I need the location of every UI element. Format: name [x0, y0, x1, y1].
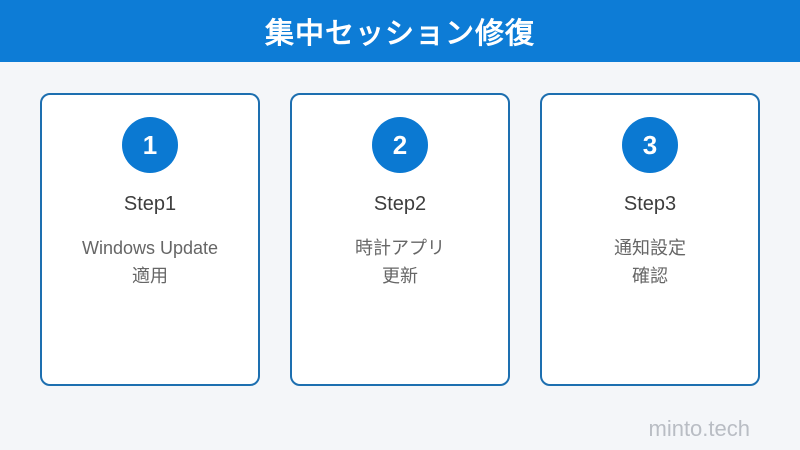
step-card-1: 1 Step1 Windows Update 適用 [40, 93, 260, 386]
title-bar: 集中セッション修復 [0, 0, 800, 62]
site-watermark: minto.tech [648, 416, 751, 441]
step-number-badge: 2 [372, 117, 428, 173]
step-number-badge: 3 [622, 117, 678, 173]
step-description-line2: 更新 [382, 266, 418, 286]
step-card-2: 2 Step2 時計アプリ 更新 [290, 93, 510, 386]
step-label: Step2 [373, 193, 427, 215]
page-title: 集中セッション修復 [264, 18, 535, 50]
step-description: 時計アプリ 更新 [355, 234, 445, 290]
step-label: Step3 [623, 193, 677, 215]
step-description-line1: Windows Update [81, 238, 219, 258]
step-description: Windows Update 適用 [82, 234, 218, 290]
step-card-3: 3 Step3 通知設定 確認 [540, 93, 760, 386]
step-description-line2: 確認 [632, 266, 668, 286]
step-description: 通知設定 確認 [614, 234, 686, 290]
step-description-line2: 適用 [131, 266, 168, 286]
step-number: 2 [392, 129, 408, 160]
step-number: 1 [142, 129, 158, 160]
step-label: Step1 [123, 193, 177, 215]
step-number-badge: 1 [122, 117, 178, 173]
step-number: 3 [642, 129, 658, 160]
step-description-line1: 通知設定 [614, 238, 686, 258]
steps-container: 1 Step1 Windows Update 適用 2 Step2 時計アプリ … [0, 93, 800, 386]
step-description-line1: 時計アプリ [355, 238, 445, 258]
